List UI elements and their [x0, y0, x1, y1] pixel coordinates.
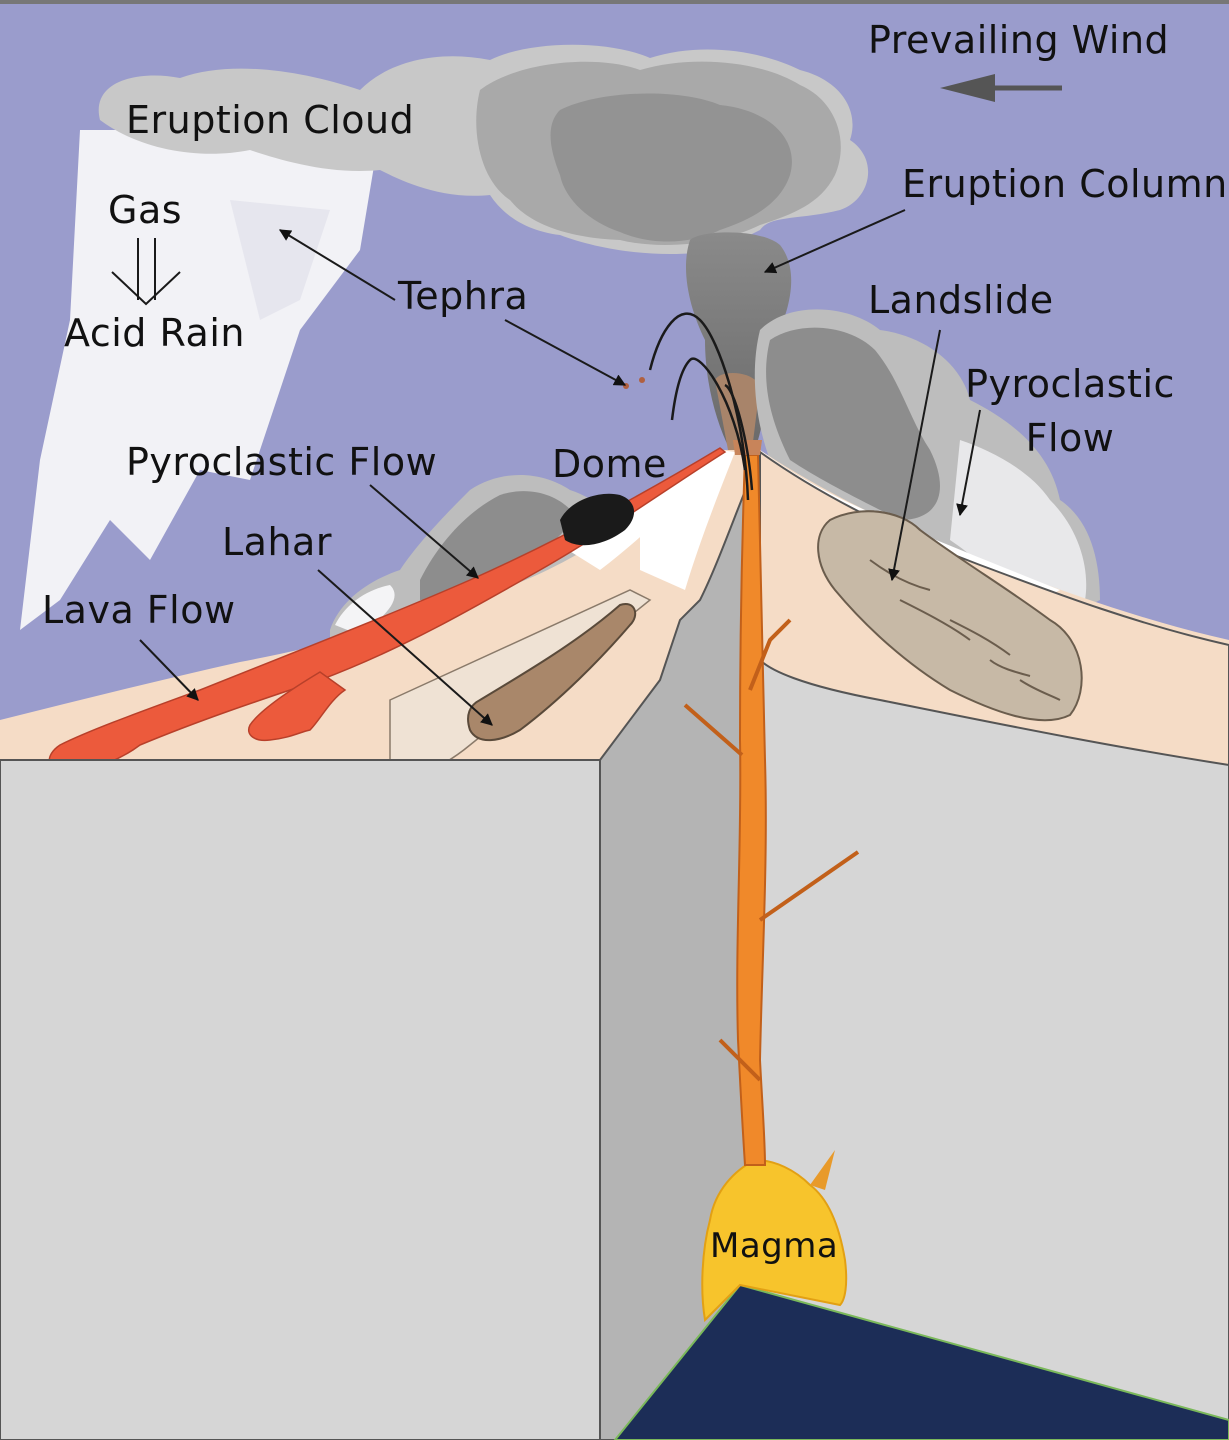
top-border: [0, 0, 1229, 4]
label-lahar: Lahar: [222, 522, 332, 564]
label-dome: Dome: [552, 444, 667, 486]
label-magma: Magma: [710, 1228, 838, 1265]
label-lava-flow: Lava Flow: [42, 590, 236, 632]
label-tephra: Tephra: [398, 276, 528, 318]
label-landslide: Landslide: [868, 280, 1054, 322]
label-eruption-cloud: Eruption Cloud: [126, 100, 414, 142]
label-eruption-column: Eruption Column: [902, 164, 1228, 206]
label-pyroclastic-flow-right-2: Flow: [965, 418, 1175, 460]
label-pyroclastic-flow-left: Pyroclastic Flow: [126, 442, 437, 484]
label-acid-rain: Acid Rain: [64, 313, 245, 355]
label-pyroclastic-flow-right-1: Pyroclastic: [965, 364, 1175, 406]
label-prevailing-wind: Prevailing Wind: [868, 20, 1169, 62]
label-gas: Gas: [108, 190, 182, 232]
